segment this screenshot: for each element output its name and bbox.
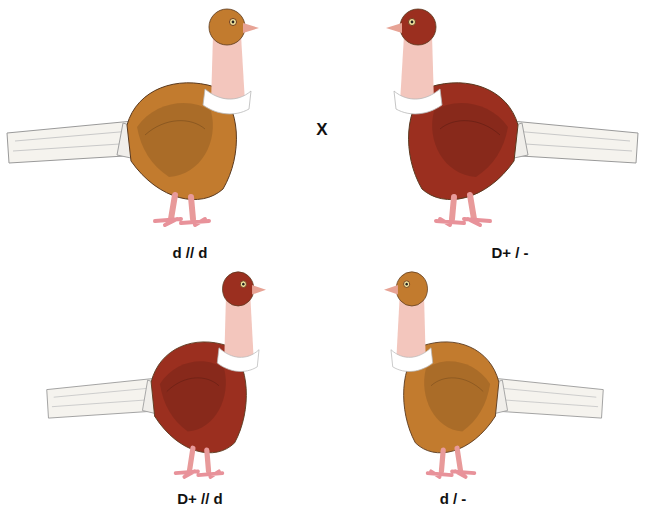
cross-symbol: X: [316, 120, 327, 140]
genotype-label: d / -: [440, 490, 467, 507]
genotype-label: d // d: [173, 244, 208, 261]
pigeon-tan: [7, 9, 259, 225]
genotype-label: D+ // d: [177, 490, 222, 507]
genotype-label: D+ / -: [491, 244, 528, 261]
pigeon-red: [47, 272, 266, 477]
pigeon-red: [386, 9, 638, 225]
pigeon-tan: [384, 272, 603, 477]
